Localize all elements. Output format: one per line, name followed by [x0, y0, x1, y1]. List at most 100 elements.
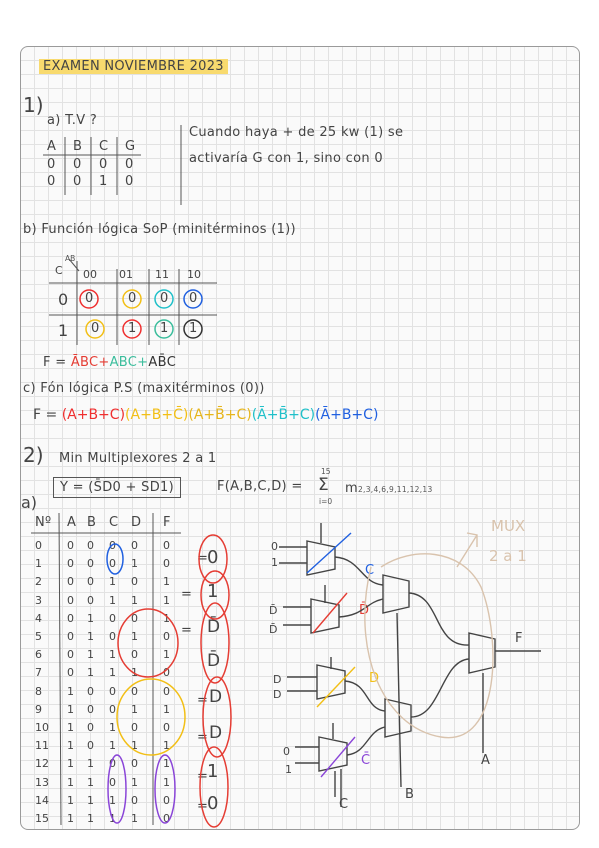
- kmap-cell: 0: [189, 291, 198, 306]
- kmap-cell: 1: [160, 321, 169, 336]
- kmap-cell: 0: [160, 291, 169, 306]
- group-result: D̄: [207, 617, 221, 637]
- annotation-stroke: [316, 666, 356, 708]
- tt4-cell: 1: [67, 702, 74, 716]
- tt4-cell: 0: [67, 611, 74, 625]
- tt4-row-index: 8: [35, 684, 42, 698]
- tt4-cell: 0: [67, 557, 74, 571]
- mux-note-arrow: [456, 532, 478, 568]
- sop-plus: +: [98, 355, 110, 370]
- wire: [338, 598, 384, 618]
- tt4-cell: 0: [87, 739, 94, 753]
- tt4-cell: 0: [131, 793, 138, 807]
- wire: [295, 746, 319, 764]
- tt4-row-index: 9: [35, 702, 42, 716]
- tt4-cell: 0: [87, 702, 94, 716]
- tt4-cell: 0: [131, 684, 138, 698]
- minterm-m: m: [345, 481, 358, 496]
- tt4-header-n: Nº: [35, 515, 52, 530]
- wire: [408, 592, 470, 646]
- kmap-corner-label: AB: [65, 254, 76, 263]
- kmap-circle: [122, 319, 142, 339]
- tt4-f-cell: 0: [163, 666, 170, 680]
- kmap-col-01: 01: [119, 268, 133, 281]
- wire: [344, 680, 386, 712]
- tt4-cell: 1: [131, 593, 138, 607]
- tt4-cell: 0: [87, 539, 94, 552]
- sop-term: ĀBC: [70, 355, 99, 370]
- wire: [346, 726, 386, 756]
- pos-equation: F = (A+B+C)(A+B+C̄)(A+B̄+C)(Ā+B̄+C)(Ā+B+…: [33, 407, 378, 423]
- q1b-label: b) Función lógica SoP (minitérminos (1)): [23, 222, 296, 237]
- group-ellipse: [154, 754, 176, 824]
- equals-sign: =: [197, 730, 209, 745]
- tt4-f-cell: 1: [163, 611, 170, 625]
- tt4-cell: 1: [109, 739, 116, 753]
- tt4-row-index: 10: [35, 721, 49, 734]
- sum-symbol: Σ: [318, 475, 329, 495]
- kmap-c-label: C: [55, 264, 63, 277]
- tt4-cell: 1: [131, 630, 138, 643]
- group-ellipse: [199, 746, 229, 828]
- wire: [287, 676, 317, 692]
- q1c-label: c) Fón lógica P.S (maxitérminos (0)): [23, 381, 265, 396]
- q2a-label: a): [21, 493, 38, 512]
- mux2-in0: D̄: [269, 604, 278, 617]
- tt4-cell: 0: [131, 721, 138, 734]
- tt-header-b: B: [73, 139, 83, 154]
- tt4-cell: 1: [87, 648, 94, 662]
- kmap-row-0-label: 0: [58, 290, 69, 309]
- tt4-cell: 0: [109, 557, 116, 571]
- tt4-cell: 1: [87, 630, 94, 643]
- select-wire: [334, 769, 342, 807]
- tt4-cell: 1: [67, 757, 74, 771]
- tt4-row-index: 3: [35, 593, 42, 607]
- tt4-row-index: 6: [35, 648, 42, 662]
- sop-term: ABC: [109, 355, 138, 370]
- tt4-cell: 1: [87, 666, 94, 680]
- tt4-cell: 0: [87, 721, 94, 734]
- tt4-cell: 0: [109, 611, 116, 625]
- wire: [279, 546, 307, 564]
- q1-note-line1: Cuando haya + de 25 kw (1) se: [189, 125, 404, 140]
- group-ellipse: [106, 543, 124, 575]
- pos-term: (Ā+B̄+C): [251, 407, 316, 423]
- pos-term: (A+B+C): [61, 407, 126, 423]
- tt4-cell: 1: [109, 721, 116, 734]
- tt-cell: 0: [99, 157, 108, 172]
- q1a-label: a) T.V ?: [47, 113, 98, 128]
- tt4-cell: 1: [67, 812, 74, 825]
- tt4-cell: 0: [131, 575, 138, 589]
- sop-equation: F = ĀBC+ABC+AB̄C: [43, 355, 176, 370]
- kmap-circle: [79, 289, 99, 309]
- sum-lower: i=0: [319, 497, 333, 506]
- tt4-row-index: 4: [35, 611, 42, 625]
- tt4-cell: 0: [131, 757, 138, 771]
- q1-note-line2: activaría G con 1, sino con 0: [189, 151, 383, 166]
- tt4-cell: 1: [67, 793, 74, 807]
- kmap-col-00: 00: [83, 268, 97, 281]
- tt4-cell: 1: [67, 775, 74, 789]
- tt-cell: 1: [99, 174, 108, 189]
- tt4-cell: 1: [109, 666, 116, 680]
- tt4-cell: 0: [87, 575, 94, 589]
- output-f: F: [515, 631, 523, 646]
- q2-number: 2): [23, 443, 44, 467]
- tt4-f-cell: 1: [163, 702, 170, 716]
- kmap-circle: [154, 289, 174, 309]
- group-result: 0: [207, 793, 219, 814]
- kmap-circle: [85, 319, 105, 339]
- tt4-cell: 0: [131, 611, 138, 625]
- kmap-cell: 1: [128, 321, 137, 336]
- mux1-in1: 1: [271, 556, 278, 569]
- sop-prefix: F =: [43, 355, 67, 370]
- wire: [283, 606, 311, 626]
- kmap-circle: [154, 319, 174, 339]
- tt4-f-cell: 0: [163, 684, 170, 698]
- mux4-in0: 0: [283, 745, 290, 758]
- tt4-f-cell: 0: [163, 630, 170, 643]
- annotation-stroke: [320, 736, 356, 778]
- tt4-header-f: F: [163, 515, 171, 530]
- tt4-cell: 0: [67, 539, 74, 552]
- tt4-row-index: 5: [35, 630, 42, 643]
